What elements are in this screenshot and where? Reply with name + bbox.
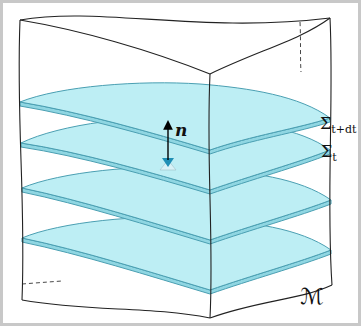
- block-outline: [19, 16, 332, 318]
- normal-vector: [160, 122, 176, 170]
- surface-label: Σt+dt: [320, 116, 356, 132]
- vector-label: n: [175, 122, 187, 139]
- manifold-label: ℳ: [300, 286, 324, 308]
- hypersurfaces: [20, 83, 331, 294]
- hidden-edge: [300, 22, 301, 72]
- surface-label: Σt: [321, 144, 337, 160]
- hidden-edge: [22, 281, 62, 284]
